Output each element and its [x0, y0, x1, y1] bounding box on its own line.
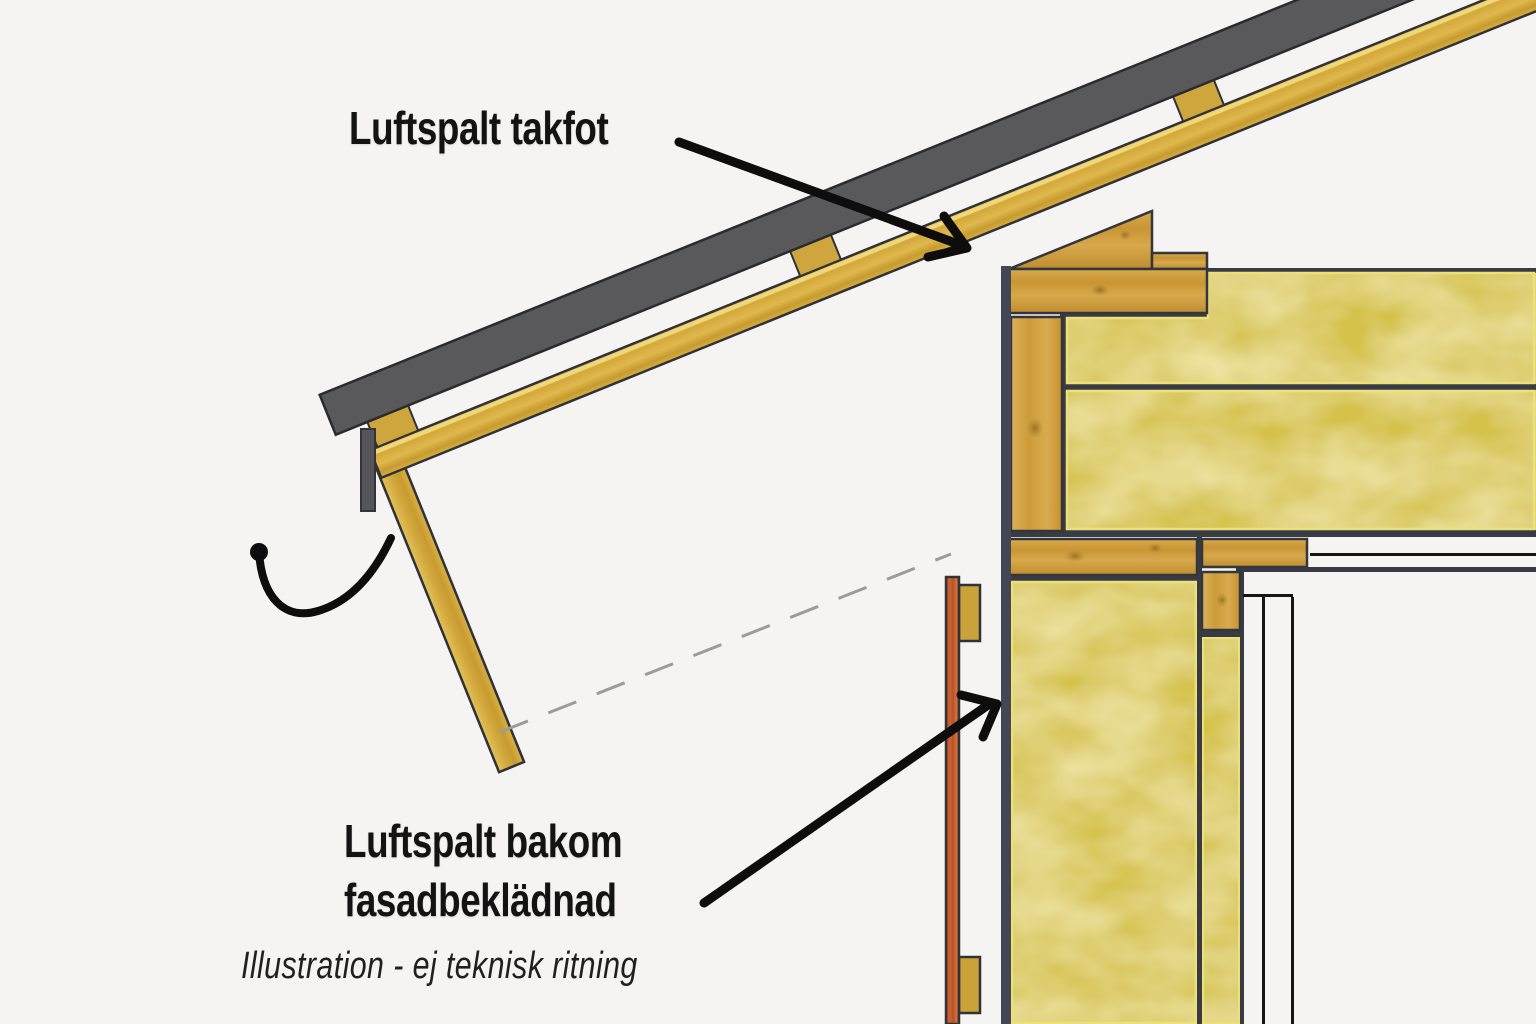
airflow-annotation [250, 534, 395, 618]
label-facade-air-gap-line1: Luftspalt bakom [344, 815, 623, 867]
attic-insulation-lower-border [1065, 389, 1536, 531]
section-cut-dashed-line [499, 552, 952, 734]
knot [1065, 550, 1085, 562]
interior-finish [1236, 553, 1536, 1024]
wall-inner-seam-right [1240, 570, 1244, 1024]
eave-arrow-head [923, 211, 972, 262]
wall-assembly [1005, 268, 1536, 1024]
knot [1216, 593, 1228, 607]
attic-insulation-lower [1066, 390, 1536, 530]
attic-insulation-upper [1066, 273, 1536, 384]
wall-insulation-outer-border [1010, 580, 1198, 1024]
caption-disclaimer: Illustration - ej teknisk ritning [241, 945, 638, 987]
wall-insulation-outer [1011, 581, 1197, 1024]
wall-top-triangle-block [1008, 209, 1154, 271]
facade-arrow-line [699, 700, 993, 908]
label-facade-air-gap: Luftspalt bakom fasadbeklädnad [344, 812, 623, 930]
roof-batten-highlight [373, 0, 1536, 455]
label-eave-air-gap: Luftspalt takfot [349, 102, 609, 154]
wind-barrier-board [1001, 266, 1011, 1024]
facade-arrow-head [956, 690, 1002, 742]
knot [1148, 543, 1162, 553]
facade-batten-upper [957, 583, 982, 643]
wood-knots [1027, 230, 1228, 607]
wall-board-line-1 [1262, 597, 1265, 1024]
eave-arrow-line [674, 137, 963, 249]
knot [1091, 284, 1109, 296]
knot [1027, 418, 1043, 438]
wall-layer-seam [1197, 531, 1202, 1024]
wall-top-step-block [1150, 251, 1209, 271]
label-facade-air-gap-line2: fasadbeklädnad [344, 874, 617, 926]
floor-band-seam [1005, 531, 1536, 537]
wall-insulation-inner-seam [1202, 630, 1240, 637]
fascia-board [367, 437, 526, 774]
roof-assembly [318, 0, 1536, 774]
knot [1119, 230, 1131, 240]
interior-top-plate [1200, 537, 1309, 569]
facade-batten-lower [957, 955, 982, 1015]
facade-assembly [944, 575, 982, 1024]
airflow-curve [255, 534, 395, 618]
drip-edge [360, 428, 376, 512]
attic-insulation-upper-border [1065, 271, 1536, 385]
facade-cladding-board [944, 575, 961, 1024]
eave-label-arrow [674, 137, 972, 262]
wall-insulation-inner-border [1202, 637, 1240, 1024]
ceiling-board-line-2 [1236, 567, 1536, 572]
wall-board-line-2 [1291, 597, 1294, 1024]
ceiling-board-line-1 [1310, 553, 1536, 556]
wall-insulation-outer-seam [1009, 575, 1199, 581]
wall-insulation-inner [1202, 637, 1240, 1024]
attic-floor-plate [1007, 537, 1199, 577]
wall-board-cap-line [1243, 594, 1293, 597]
facade-label-arrow [699, 690, 1002, 908]
roof-covering-sheet [318, 0, 1536, 437]
